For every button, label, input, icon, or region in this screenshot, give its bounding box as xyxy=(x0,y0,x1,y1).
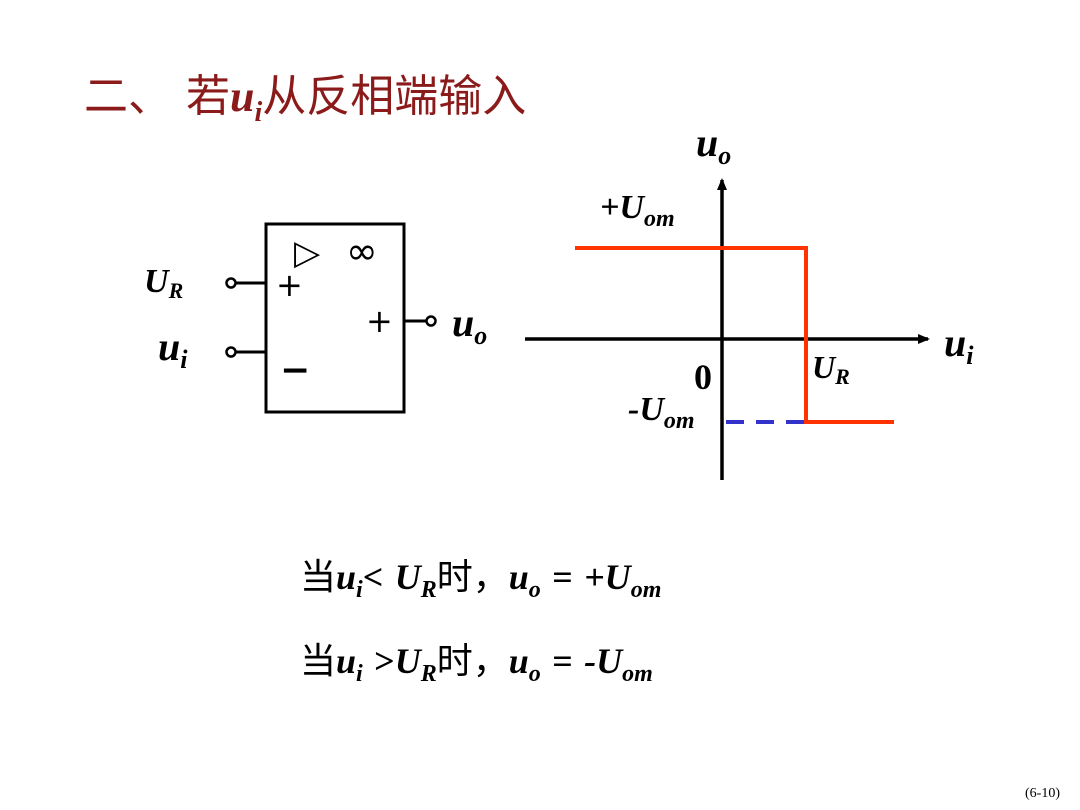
eq1-mid: 时， xyxy=(436,557,509,598)
origin-label: 0 xyxy=(694,357,712,397)
signal-input-terminal xyxy=(225,346,237,358)
eq1-equals: = xyxy=(552,557,573,597)
transfer-curve xyxy=(575,246,894,424)
eq1-var-ui: u xyxy=(336,557,357,597)
pos-saturation-label: +Uom xyxy=(600,189,675,232)
eq2-var-uo: u xyxy=(508,641,529,681)
eq1-rhs-sub: om xyxy=(630,577,662,604)
eq1-var-ur: U xyxy=(394,557,421,597)
eq2-mid: 时， xyxy=(436,641,509,682)
eq2-rhs-sub: om xyxy=(622,661,653,688)
page-title: 二、 若ui从反相端输入 xyxy=(84,60,526,129)
output-terminal xyxy=(425,315,437,327)
transfer-graph: uo ui 0 +Uom -Uom UR xyxy=(525,120,974,480)
eq1-rhs: +U xyxy=(584,557,631,597)
eq1-relation: < xyxy=(362,557,384,597)
eq2-equals: = xyxy=(552,641,573,681)
eq2-var-ur: U xyxy=(394,641,421,681)
eq1-var-uo-sub: o xyxy=(528,577,541,604)
x-axis-label: ui xyxy=(944,320,974,370)
opamp-plus-output: + xyxy=(366,302,393,340)
opamp-minus-input: − xyxy=(280,350,310,391)
y-axis-label: uo xyxy=(696,120,731,170)
page-number: (6-10) xyxy=(1025,786,1060,801)
title-prefix: 二、 若 xyxy=(84,71,230,122)
eq2-var-ur-sub: R xyxy=(420,661,437,688)
eq1-lead: 当 xyxy=(300,557,337,598)
opamp-plus-input: + xyxy=(276,266,303,304)
eq1-var-ui-sub: i xyxy=(356,577,363,604)
equation-line-1: 当ui< UR时，uo = +Uom xyxy=(300,548,661,604)
eq2-relation: > xyxy=(374,641,395,681)
eq1-var-uo: u xyxy=(508,557,529,597)
opamp-block: ▷ ∞ + + − UR ui uo xyxy=(144,222,487,414)
ref-input-terminal xyxy=(225,277,237,289)
output-label: uo xyxy=(452,300,487,350)
ref-input-label: UR xyxy=(144,263,183,303)
eq1-var-ur-sub: R xyxy=(420,577,437,604)
opamp-infinity-icon: ∞ xyxy=(346,229,378,273)
title-suffix: 从反相端输入 xyxy=(262,71,527,122)
eq2-var-ui: u xyxy=(336,641,357,681)
eq2-var-ui-sub: i xyxy=(356,661,363,688)
opamp-box xyxy=(264,222,406,414)
eq2-lead: 当 xyxy=(300,641,337,682)
eq2-var-uo-sub: o xyxy=(528,661,541,688)
neg-saturation-label: -Uom xyxy=(628,391,695,434)
equation-line-2: 当ui >UR时，uo = -Uom xyxy=(300,632,653,688)
opamp-triangle-icon: ▷ xyxy=(294,233,321,273)
title-var-sub: i xyxy=(254,96,263,128)
signal-input-label: ui xyxy=(158,324,188,374)
title-var: u xyxy=(230,72,255,121)
threshold-label: UR xyxy=(812,349,850,389)
eq2-rhs: -U xyxy=(584,641,623,681)
